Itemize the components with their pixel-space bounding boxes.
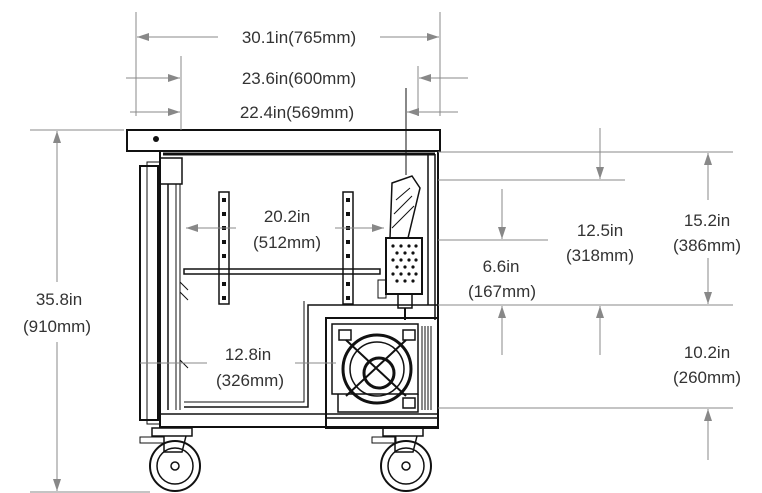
- caster-right: [371, 427, 432, 492]
- overall-height-mm-label: (910mm): [23, 317, 91, 336]
- upper-height-mm-label: (386mm): [673, 236, 741, 255]
- lower-depth-mm-label: (326mm): [216, 371, 284, 390]
- compressor-housing: [325, 317, 439, 429]
- cabinet-outline: [126, 88, 441, 492]
- overall-width-label: 30.1in(765mm): [242, 28, 356, 47]
- shelf-rails: [218, 191, 354, 305]
- inner-width-label: 22.4in(569mm): [240, 103, 354, 122]
- upper-height-in-label: 15.2in: [684, 211, 730, 230]
- overall-height-in-label: 35.8in: [36, 290, 82, 309]
- small-height-in-label: 6.6in: [483, 257, 520, 276]
- caster-left: [139, 427, 201, 492]
- shelf-width-mm-label: (512mm): [253, 233, 321, 252]
- base-height-in-label: 10.2in: [684, 343, 730, 362]
- base-height-mm-label: (260mm): [673, 368, 741, 387]
- mid-height-in-label: 12.5in: [577, 221, 623, 240]
- dimension-lines: [30, 12, 733, 493]
- dimension-labels: 30.1in(765mm) 23.6in(600mm) 22.4in(569mm…: [23, 28, 741, 390]
- mid-height-mm-label: (318mm): [566, 246, 634, 265]
- evaporator-unit: [377, 175, 423, 320]
- small-height-mm-label: (167mm): [468, 282, 536, 301]
- cabinet-width-label: 23.6in(600mm): [242, 69, 356, 88]
- lower-depth-in-label: 12.8in: [225, 345, 271, 364]
- shelf-width-in-label: 20.2in: [264, 207, 310, 226]
